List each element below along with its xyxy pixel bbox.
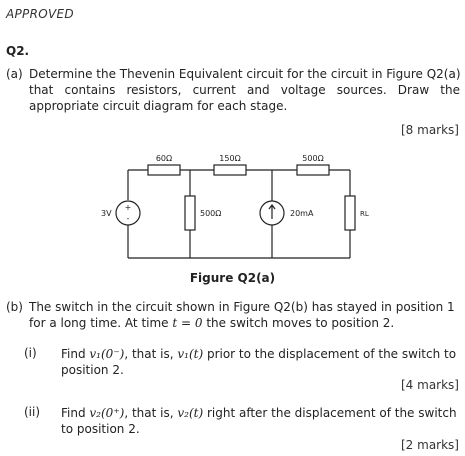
figure-caption: Figure Q2(a) bbox=[189, 271, 276, 285]
part-a-line1: Determine the Thevenin Equivalent circui… bbox=[29, 67, 461, 81]
resistor-60 bbox=[147, 164, 181, 176]
sub-i-pre: Find bbox=[61, 347, 90, 361]
math-t0: t = 0 bbox=[172, 316, 203, 330]
part-b-line2-post: the switch moves to position 2. bbox=[202, 316, 395, 330]
sub-ii-line2: to position 2. bbox=[61, 422, 140, 436]
math-v1-t: v₁(t) bbox=[177, 347, 204, 361]
sub-i-marks: [4 marks] bbox=[401, 378, 459, 392]
minus-sign: - bbox=[127, 214, 130, 223]
resistor-500-shunt bbox=[184, 195, 196, 231]
label-150ohm: 150Ω bbox=[219, 154, 240, 163]
question-number: Q2. bbox=[6, 44, 30, 58]
part-b-line2: for a long time. At time t = 0 the switc… bbox=[29, 315, 460, 331]
label-500ohm-series: 500Ω bbox=[302, 154, 323, 163]
part-b-line2-pre: for a long time. At time bbox=[29, 316, 173, 330]
sub-ii-post: right after the displacement of the swit… bbox=[203, 406, 457, 420]
sub-i-text: Find v₁(0⁻), that is, v₁(t) prior to the… bbox=[61, 346, 461, 378]
math-v1-0minus: v₁(0⁻) bbox=[89, 347, 125, 361]
plus-sign: + bbox=[125, 203, 132, 212]
part-a-line2: that contains resistors, current and vol… bbox=[29, 83, 460, 97]
sub-i-post: prior to the displacement of the switch … bbox=[203, 347, 457, 361]
math-v2-0plus: v₂(0⁺) bbox=[89, 406, 125, 420]
label-20ma: 20mA bbox=[290, 209, 314, 218]
label-3v: 3V bbox=[101, 209, 112, 218]
math-v2-t: v₂(t) bbox=[177, 406, 204, 420]
part-b-label: (b) bbox=[6, 300, 23, 314]
resistor-500-series bbox=[296, 164, 330, 176]
part-b-line1: The switch in the circuit shown in Figur… bbox=[29, 300, 455, 314]
sub-ii-pre: Find bbox=[61, 406, 90, 420]
sub-i-line2: position 2. bbox=[61, 363, 124, 377]
part-a: (a) Determine the Thevenin Equivalent ci… bbox=[6, 66, 461, 114]
label-500ohm-shunt: 500Ω bbox=[200, 209, 221, 218]
sub-i-mid: , that is, bbox=[124, 347, 178, 361]
label-rl: RL bbox=[360, 210, 369, 218]
label-60ohm: 60Ω bbox=[156, 154, 172, 163]
part-a-line3: appropriate circuit diagram for each sta… bbox=[29, 99, 288, 113]
resistor-150 bbox=[213, 164, 247, 176]
part-b: (b) The switch in the circuit shown in F… bbox=[6, 299, 460, 331]
sub-ii-mid: , that is, bbox=[124, 406, 178, 420]
part-a-marks: [8 marks] bbox=[401, 123, 459, 137]
sub-ii-label: (ii) bbox=[24, 405, 41, 419]
resistor-load bbox=[344, 195, 356, 231]
part-a-label: (a) bbox=[6, 67, 23, 81]
circuit-diagram: 60Ω 150Ω 500Ω 500Ω 3V 20mA RL + - bbox=[101, 154, 369, 259]
approved-stamp: APPROVED bbox=[6, 7, 74, 21]
sub-ii-marks: [2 marks] bbox=[401, 438, 459, 452]
sub-i-label: (i) bbox=[24, 346, 37, 360]
arrow-head-icon bbox=[268, 204, 276, 210]
sub-ii-text: Find v₂(0⁺), that is, v₂(t) right after … bbox=[61, 405, 461, 437]
